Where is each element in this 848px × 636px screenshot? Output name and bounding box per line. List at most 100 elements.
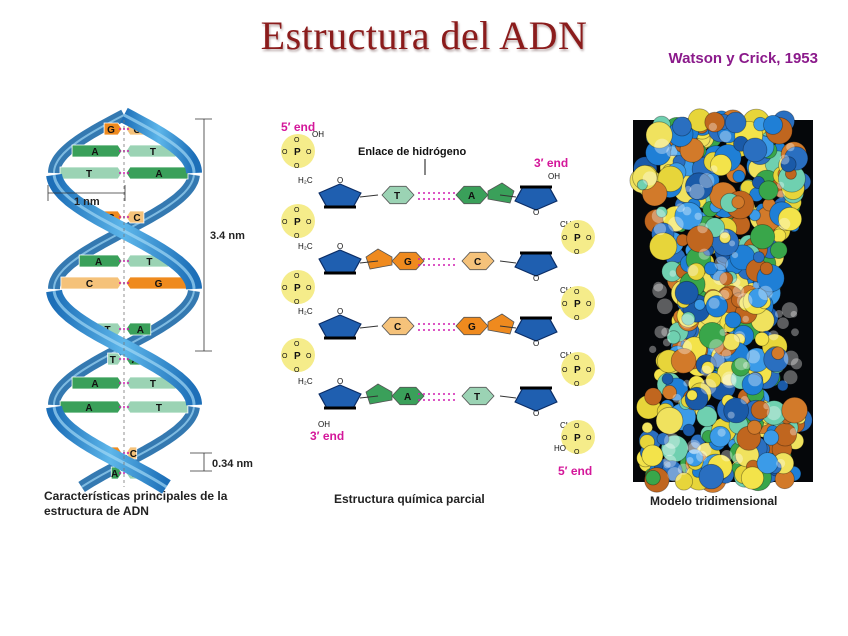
atom-highlight <box>729 240 735 246</box>
atom-highlight <box>777 317 789 329</box>
right-base-ring2 <box>488 183 514 203</box>
atom-sphere <box>764 430 779 445</box>
base-letter: T <box>394 191 400 202</box>
hydrogen-bond-label: Enlace de hidrógeno <box>358 146 466 158</box>
oxygen-atom: O <box>562 367 568 374</box>
base-letter-right: A <box>137 325 144 336</box>
atom-highlight <box>735 358 748 371</box>
chemical-structure-diagram: OOTAH₂CCH₂OOGCH₂CCH₂OOCGH₂CCH₂OOATH₂CCH₂… <box>278 115 608 485</box>
base-letter-right: C <box>133 213 140 224</box>
atom-highlight <box>713 271 727 285</box>
oxygen-atom: O <box>294 137 300 144</box>
left-sugar <box>319 385 361 409</box>
phosphorus-atom: P <box>294 217 301 228</box>
base-letter-left: C <box>86 279 93 290</box>
atom-highlight <box>685 186 691 192</box>
atom-sphere <box>642 422 653 433</box>
base-letter: C <box>474 257 481 268</box>
base-letter: A <box>468 191 475 202</box>
atom-sphere <box>753 252 764 263</box>
atom-sphere <box>760 262 772 274</box>
model-caption: Modelo tridimensional <box>650 494 810 509</box>
atom-sphere <box>733 170 745 182</box>
phosphorus-atom: P <box>294 147 301 158</box>
atom-highlight <box>663 339 671 347</box>
base-letter: A <box>404 392 411 403</box>
atom-sphere <box>755 332 769 346</box>
base-letter-left: A <box>91 147 98 158</box>
atom-sphere <box>673 117 692 136</box>
atom-highlight <box>720 131 732 143</box>
atom-highlight <box>769 330 779 340</box>
oxygen-atom: O <box>562 235 568 242</box>
atom-highlight <box>709 339 723 353</box>
left-sugar <box>319 184 361 208</box>
ring-oxygen: O <box>337 307 343 316</box>
atom-highlight <box>655 326 668 339</box>
atom-highlight <box>722 349 731 358</box>
atom-highlight <box>701 366 712 377</box>
atom-highlight <box>719 290 729 300</box>
ring-oxygen: O <box>533 274 539 283</box>
atom-sphere <box>732 196 745 209</box>
atom-highlight <box>664 433 680 449</box>
methylene-group: H₂C <box>298 242 313 251</box>
oxygen-atom: O <box>282 285 288 292</box>
atom-highlight <box>732 252 738 258</box>
atom-highlight <box>732 453 743 464</box>
atom-sphere <box>757 453 778 474</box>
atom-highlight <box>779 218 791 230</box>
atom-highlight <box>709 123 717 131</box>
atom-highlight <box>680 314 694 328</box>
atom-highlight <box>721 450 732 461</box>
oxygen-atom: O <box>586 235 592 242</box>
oxygen-atom: O <box>306 149 312 156</box>
phosphorus-atom: P <box>574 433 581 444</box>
oxygen-atom: O <box>574 289 580 296</box>
atom-sphere <box>656 407 683 434</box>
base-letter-right: A <box>155 169 162 180</box>
atom-highlight <box>777 191 785 199</box>
atom-highlight <box>742 316 749 323</box>
glycosidic-bond <box>360 195 378 197</box>
strand-a-backbone-segment <box>124 115 194 173</box>
left-base-ring2 <box>366 249 392 269</box>
left-base-ring2 <box>366 384 392 404</box>
oxygen-atom: O <box>294 207 300 214</box>
base-letter-right: T <box>146 257 152 268</box>
space-filling-model <box>633 120 813 482</box>
hydroxyl-group: OH <box>318 420 330 429</box>
base-letter-right: G <box>155 279 163 290</box>
atom-highlight <box>737 293 752 308</box>
glycosidic-bond <box>500 396 516 398</box>
atom-highlight <box>696 451 707 462</box>
oxygen-atom: O <box>562 301 568 308</box>
left-sugar <box>319 250 361 274</box>
atom-sphere <box>675 281 698 304</box>
oxygen-atom: O <box>586 301 592 308</box>
atom-highlight <box>710 165 717 172</box>
oxygen-atom: O <box>306 219 312 226</box>
phosphorus-atom: P <box>294 283 301 294</box>
atom-sphere <box>725 112 746 133</box>
atom-highlight <box>683 207 692 216</box>
atom-highlight <box>748 373 761 386</box>
glycosidic-bond <box>360 326 378 328</box>
author-credit: Watson y Crick, 1953 <box>668 50 818 67</box>
atom-highlight <box>791 358 802 369</box>
ring-oxygen: O <box>337 176 343 185</box>
base-letter-left: A <box>111 469 118 480</box>
atom-highlight <box>728 412 735 419</box>
atom-sphere <box>748 420 762 434</box>
ring-oxygen: O <box>533 339 539 348</box>
atom-highlight <box>775 310 783 318</box>
phosphorus-atom: P <box>294 351 301 362</box>
atom-highlight <box>734 331 745 342</box>
atom-highlight <box>780 155 790 165</box>
oxygen-atom: O <box>574 423 580 430</box>
base-letter-left: A <box>95 257 102 268</box>
oxygen-atom: O <box>574 315 580 322</box>
atom-sphere <box>683 424 695 436</box>
ring-oxygen: O <box>337 377 343 386</box>
right-sugar <box>515 187 557 211</box>
